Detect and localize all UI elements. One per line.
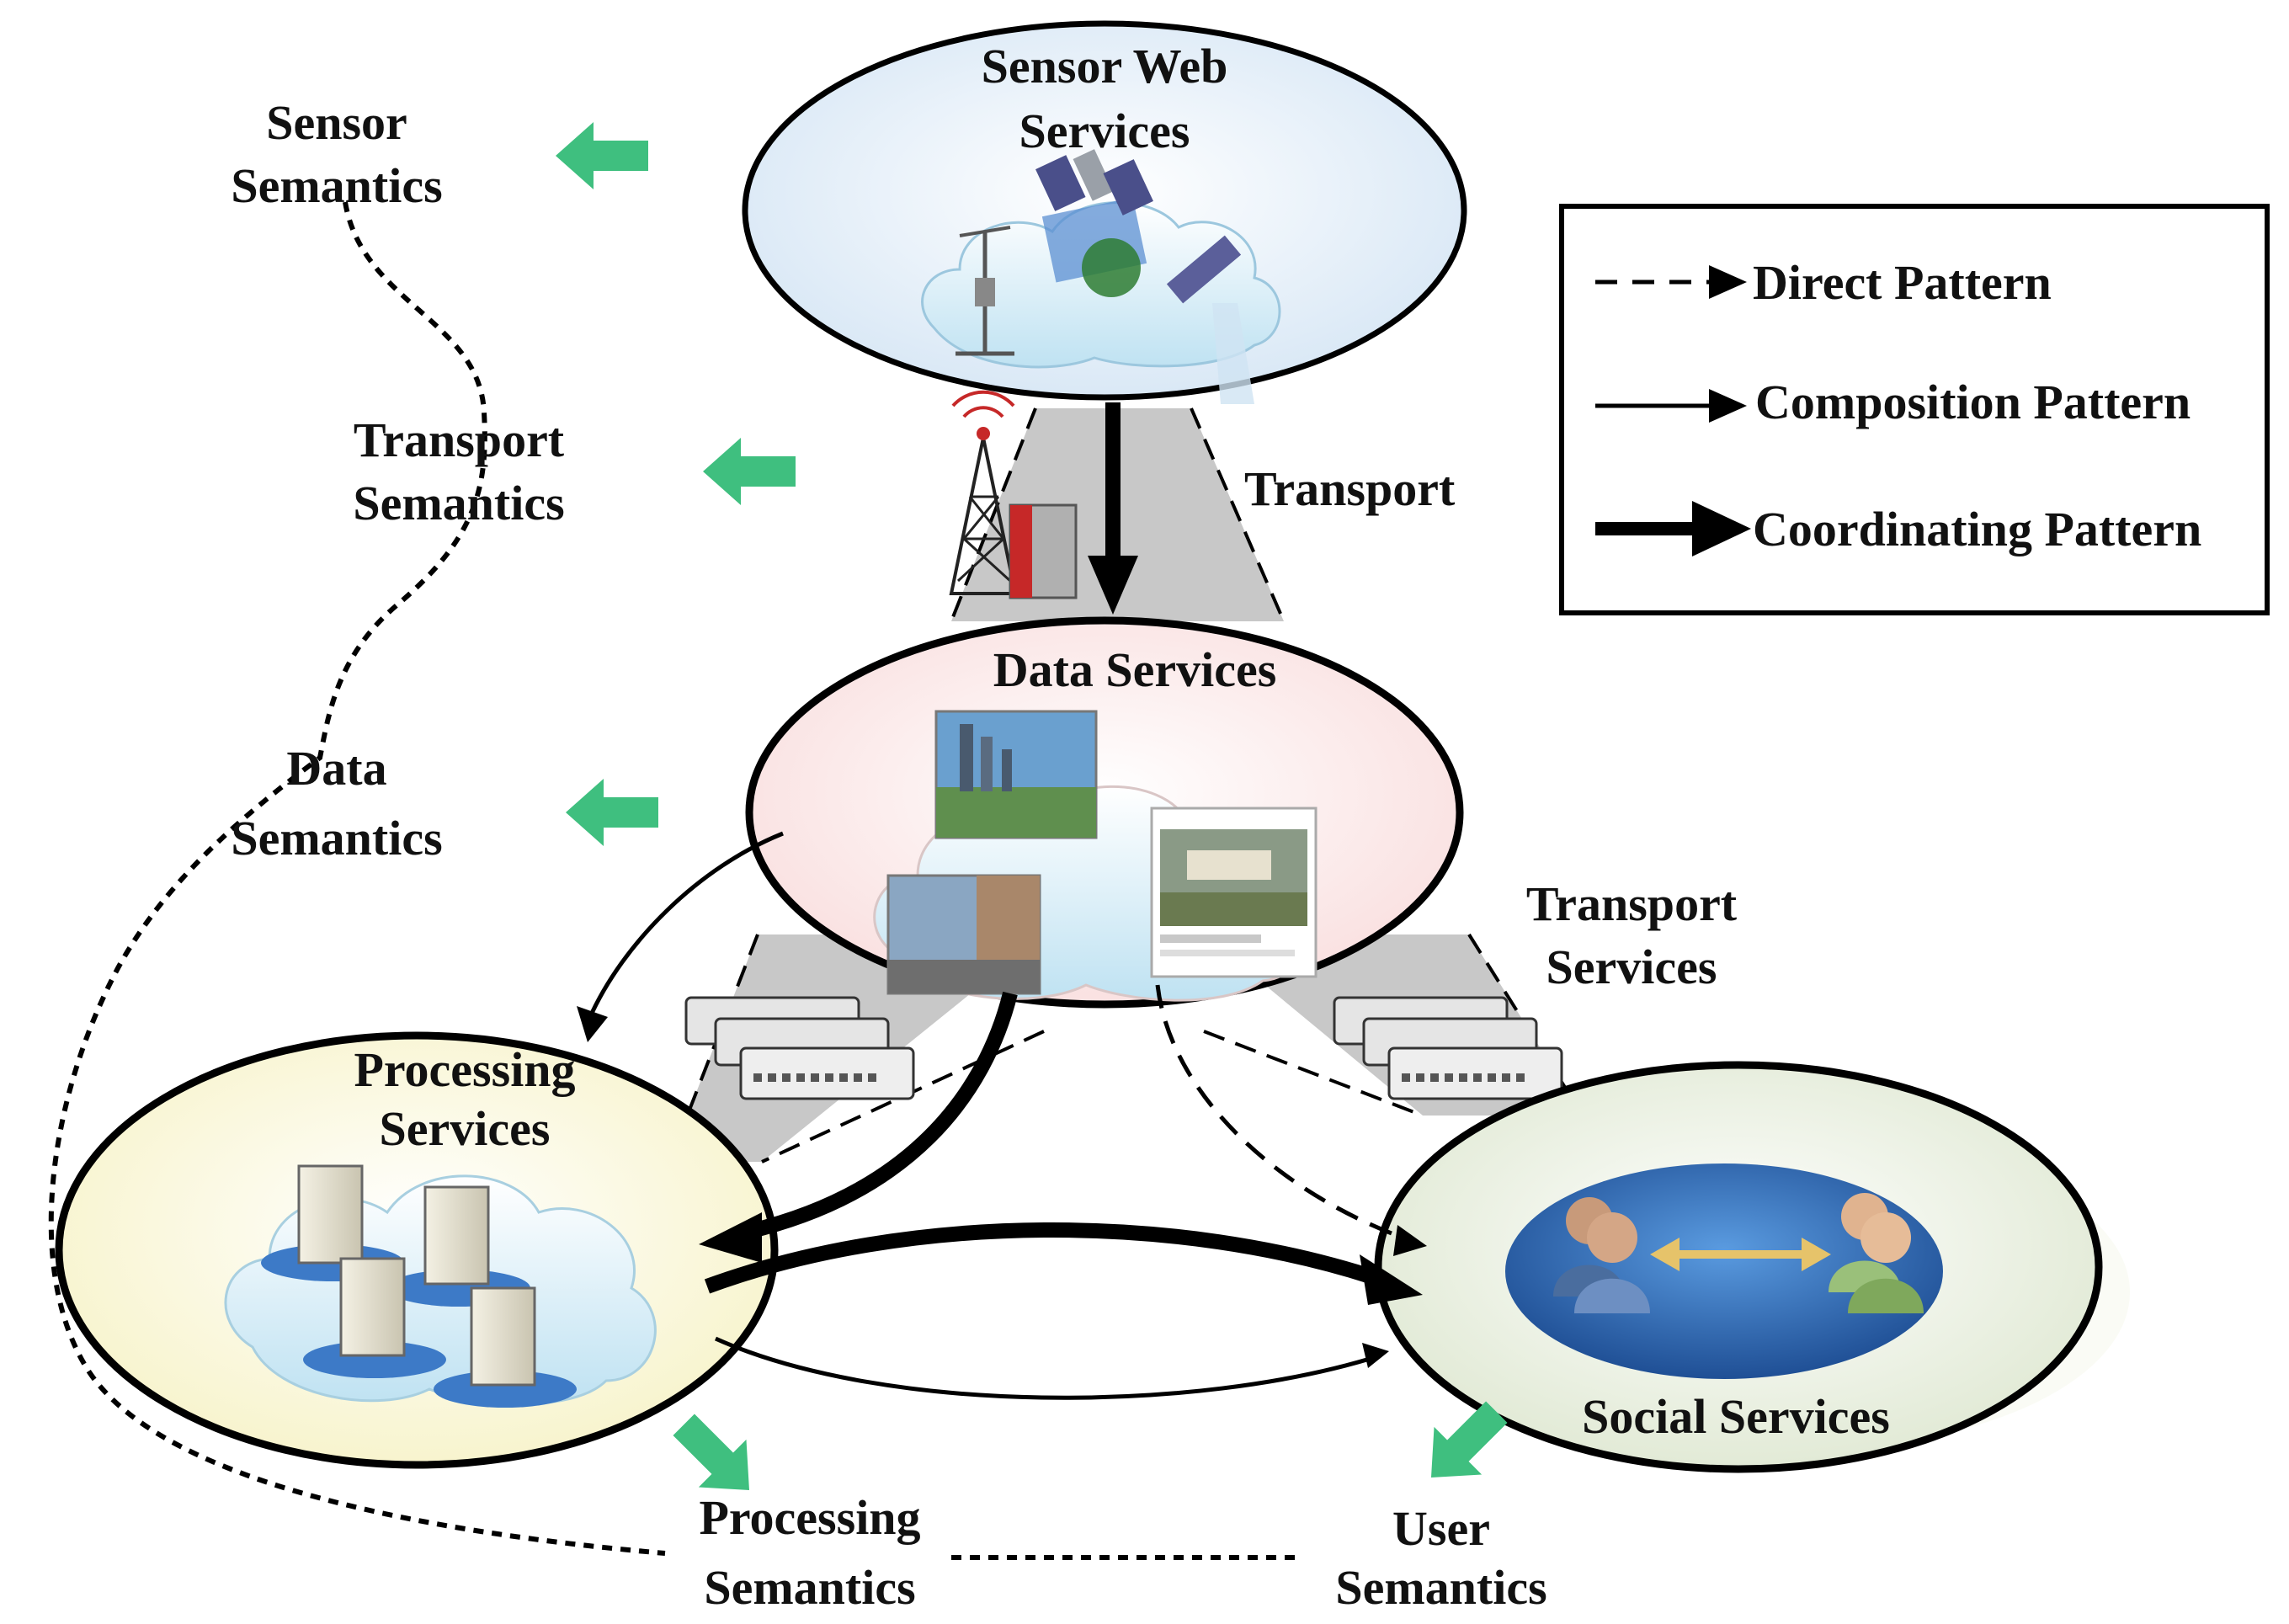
transport-services-label-line1: Transport: [1526, 876, 1738, 931]
composition-arrow-data-to-processing: [587, 831, 784, 1020]
user-semantics-line2: Semantics: [1335, 1560, 1546, 1615]
transport-zone-top-left-edge: [950, 407, 1037, 622]
legend-coordinating-label: Coordinating Pattern: [1753, 502, 2201, 556]
user-semantics-line1: User: [1392, 1501, 1490, 1556]
transport-semantics-line1: Transport: [354, 413, 565, 467]
legend-composition-item: Composition Pattern: [1595, 375, 2191, 429]
composition-arrowhead-data-to-processing: [577, 1006, 608, 1042]
coordinating-arrowhead-data-to-processing: [699, 1212, 762, 1263]
sensor-web-title-line2: Services: [1019, 104, 1190, 158]
semantic-arrow-icon-transport: [703, 438, 796, 505]
data-semantics-line1: Data: [286, 741, 386, 796]
processing-title-line2: Services: [380, 1101, 551, 1156]
semantic-arrow-icon-user: [1431, 1401, 1508, 1478]
server-cloud-icon: [224, 1164, 657, 1408]
coordinating-arrowhead-processing-to-social: [1360, 1254, 1423, 1305]
social-services-title: Social Services: [1582, 1389, 1890, 1444]
network-switch-icon-left: [684, 996, 915, 1100]
radio-tower-icon: [949, 390, 1078, 599]
sensor-web-services-node: Sensor Web Services: [742, 20, 1467, 404]
legend-box: [1559, 204, 2270, 615]
sensor-web-title-line1: Sensor Web: [982, 39, 1228, 93]
processing-title-line1: Processing: [354, 1042, 575, 1097]
direct-arrowhead-data-to-social: [1393, 1225, 1427, 1256]
composition-arrowhead-processing-to-social: [1362, 1343, 1389, 1368]
transport-label: Transport: [1244, 461, 1456, 516]
data-services-node: Data Services: [745, 616, 1464, 1009]
transport-zone-top-right-edge: [1190, 407, 1286, 622]
semantics-dotted-connector: [48, 201, 1296, 1560]
composition-arrow-processing-to-social: [714, 1336, 1381, 1400]
sensor-semantics-line2: Semantics: [231, 158, 442, 213]
direct-arrow-data-to-social: [1155, 984, 1415, 1244]
processing-services-node: Processing Services: [55, 1031, 779, 1469]
sensor-satellite-cloud-icon: [921, 149, 1281, 404]
processing-semantics-line1: Processing: [699, 1490, 920, 1545]
data-semantics-line2: Semantics: [231, 811, 442, 865]
legend-coordinating-item: Coordinating Pattern: [1595, 501, 2201, 556]
legend-composition-label: Composition Pattern: [1755, 375, 2191, 429]
legend-direct-label: Direct Pattern: [1753, 255, 2052, 310]
coordinating-arrowhead-sensor-to-data: [1088, 556, 1138, 615]
transport-zone-right-inner-edge: [1203, 1030, 1424, 1117]
user-groups-icon: [1505, 1163, 1943, 1379]
semantic-arrow-icon-sensor: [556, 122, 648, 189]
data-services-title: Data Services: [993, 642, 1277, 697]
sensor-semantics-line1: Sensor: [266, 95, 407, 150]
transport-services-label-line2: Services: [1546, 940, 1717, 994]
semantic-arrow-icon-data: [566, 779, 658, 846]
social-services-node: Social Services: [1374, 1061, 2130, 1473]
legend-direct-item: Direct Pattern: [1595, 255, 2052, 310]
coordinating-arrow-data-to-processing: [739, 991, 1018, 1241]
processing-semantics-line2: Semantics: [704, 1560, 915, 1615]
coordinating-arrow-processing-to-social: [704, 1222, 1383, 1294]
transport-semantics-line2: Semantics: [353, 476, 564, 530]
photo-cloud-icon: [873, 710, 1318, 1002]
semantic-arrow-icon-processing: [673, 1414, 749, 1490]
network-switch-icon-right: [1333, 996, 1563, 1100]
legend: Direct Pattern Composition Pattern Coord…: [1559, 204, 2270, 615]
